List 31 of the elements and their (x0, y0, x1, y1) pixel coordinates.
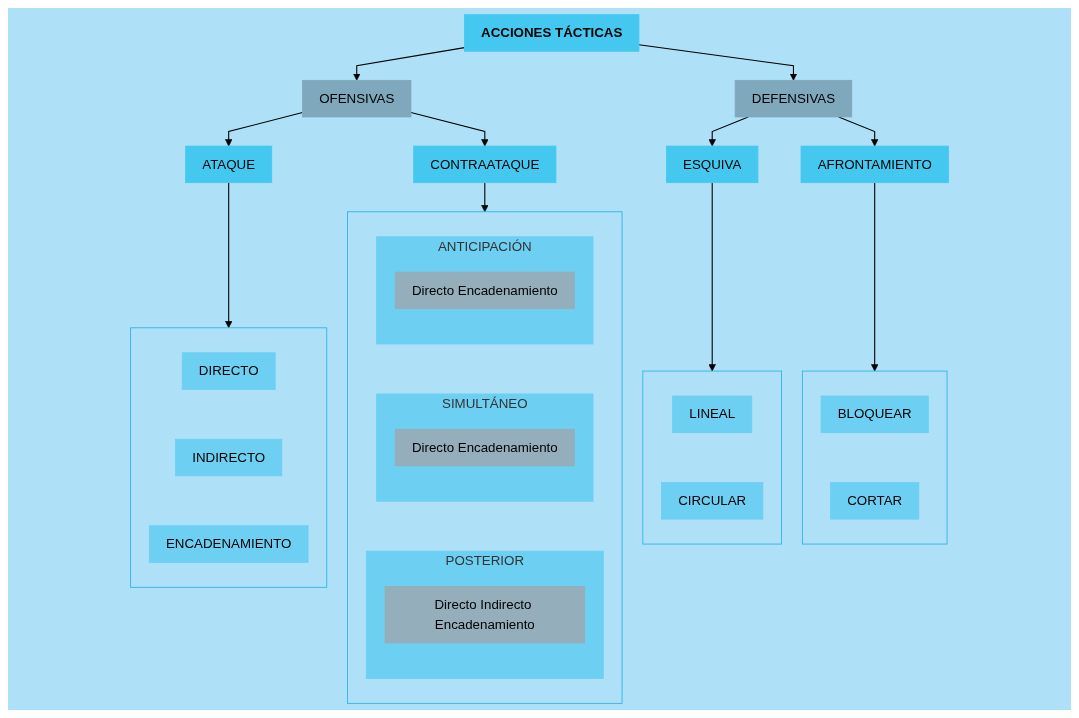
arrow (410, 112, 489, 147)
node-box: DEFENSIVAS (734, 79, 853, 118)
arrow (638, 44, 798, 81)
node-box: ESQUIVA (666, 145, 759, 184)
arrow (871, 182, 879, 372)
node-box: CIRCULAR (661, 482, 764, 520)
arrow (481, 182, 489, 213)
cluster (347, 211, 623, 704)
node-box: DIRECTO (181, 352, 276, 390)
node-box: Directo Encadenamiento (394, 271, 575, 310)
node-box: Directo Indirecto Encadenamiento (384, 586, 586, 644)
node-box: ENCADENAMIENTO (148, 525, 309, 563)
node-box: ATAQUE (185, 145, 273, 184)
arrow (225, 112, 304, 147)
node-box: AFRONTAMIENTO (800, 145, 949, 184)
node-box: CONTRAATAQUE (413, 145, 557, 184)
arrow (708, 116, 749, 147)
node-box: OFENSIVAS (302, 79, 412, 118)
arrow (708, 182, 716, 372)
cluster (801, 370, 948, 545)
node-box: ACCIONES TÁCTICAS (464, 14, 640, 52)
node-box: CORTAR (830, 482, 920, 520)
arrow (225, 182, 233, 329)
node-box: LINEAL (672, 395, 753, 434)
node-box: INDIRECTO (175, 438, 283, 477)
node-box: Directo Encadenamiento (394, 428, 575, 467)
cluster (642, 370, 782, 545)
arrow (353, 47, 465, 81)
arrow (838, 116, 879, 147)
cluster (130, 327, 328, 588)
node-box: BLOQUEAR (820, 395, 929, 434)
